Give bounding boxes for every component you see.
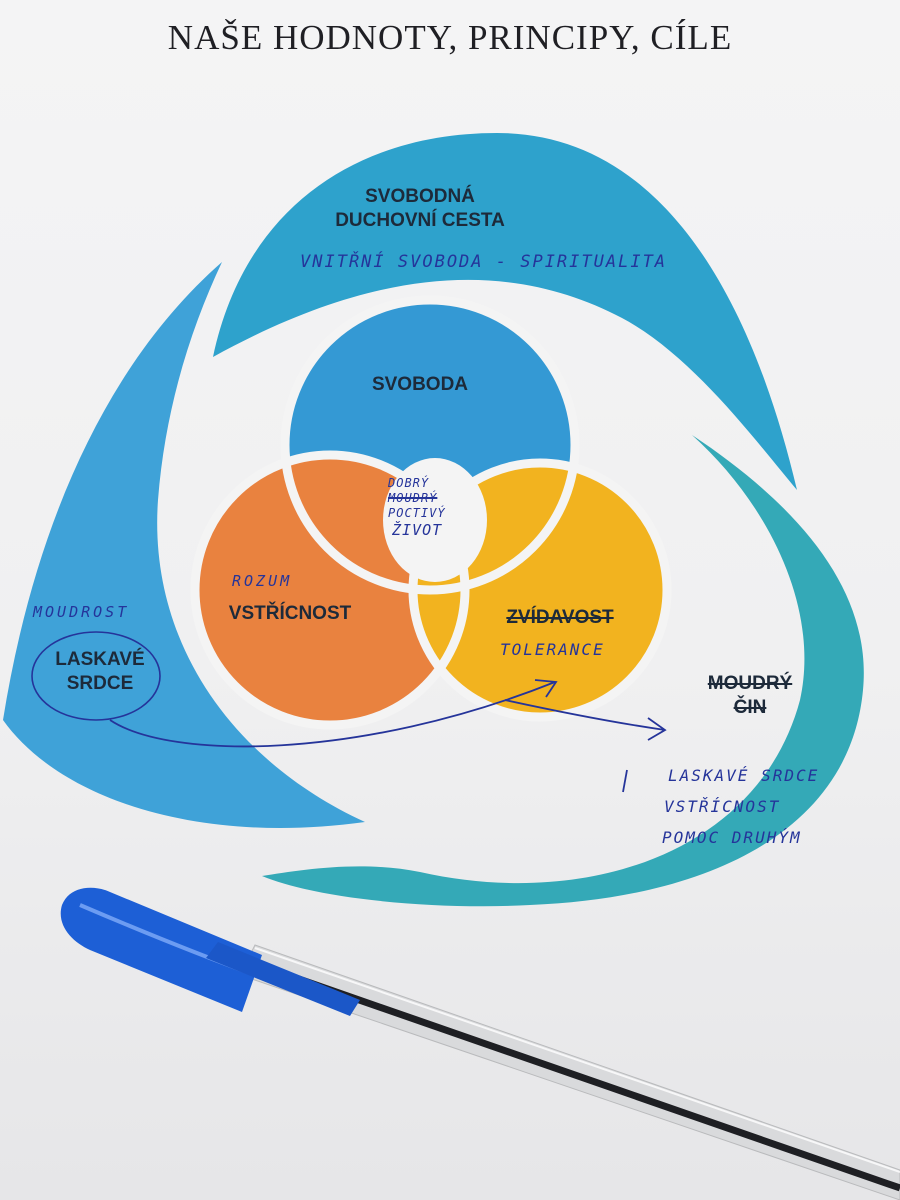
center-line3: POCTIVÝ — [388, 506, 446, 520]
ballpoint-pen — [60, 887, 900, 1200]
circle-left-label: VSTŘÍCNOST — [228, 603, 352, 624]
ink-arrowhead-1 — [534, 679, 558, 698]
page-title: NAŠE HODNOTY, PRINCIPY, CÍLE — [167, 18, 733, 57]
left-petal-line1: LASKAVÉ — [55, 649, 145, 670]
top-petal-line2: DUCHOVNÍ CESTA — [335, 210, 505, 232]
circle-top-label: SVOBODA — [371, 374, 469, 395]
ink-arrow-to-tolerance — [109, 681, 556, 748]
handwriting-center: DOBRÝ MOUDRÝ POCTIVÝ ŽIVOT — [388, 476, 446, 540]
center-line4: ŽIVOT — [392, 521, 443, 539]
ink-arrow-to-cin — [504, 699, 666, 731]
circle-right-label: ZVÍDAVOST — [506, 607, 614, 628]
ink-ellipse — [31, 631, 161, 721]
petal-left — [3, 262, 365, 829]
right-petal-label: MOUDRÝ ČIN — [680, 672, 820, 721]
ink-tick — [622, 769, 628, 793]
handwriting-yellow: TOLERANCE — [500, 640, 605, 659]
right-petal-line2: ČIN — [733, 697, 767, 719]
handwriting-left: MOUDROST — [33, 603, 130, 621]
right-line2: VSTŘÍCNOST — [664, 797, 781, 817]
top-petal-label: SVOBODNÁ DUCHOVNÍ CESTA — [300, 185, 540, 234]
left-petal-line2: SRDCE — [66, 673, 134, 695]
petal-top — [213, 133, 797, 490]
center-line1: DOBRÝ — [388, 476, 430, 490]
top-petal-line1: SVOBODNÁ — [365, 186, 475, 207]
handwriting-orange: ROZUM — [232, 572, 293, 590]
right-line1: LASKAVÉ SRDCE — [668, 766, 820, 785]
handwriting-right: LASKAVÉ SRDCE VSTŘÍCNOST POMOC DRUHÝM — [662, 760, 820, 854]
right-petal-line1: MOUDRÝ — [707, 673, 793, 694]
center-line2: MOUDRÝ — [388, 491, 438, 505]
left-petal-label: LASKAVÉ SRDCE — [30, 648, 170, 697]
ink-arrowhead-2 — [647, 717, 667, 741]
right-line3: POMOC DRUHÝM — [662, 828, 802, 848]
handwriting-top: VNITŘNÍ SVOBODA - SPIRITUALITA — [300, 252, 668, 272]
center-overlap — [383, 458, 487, 582]
